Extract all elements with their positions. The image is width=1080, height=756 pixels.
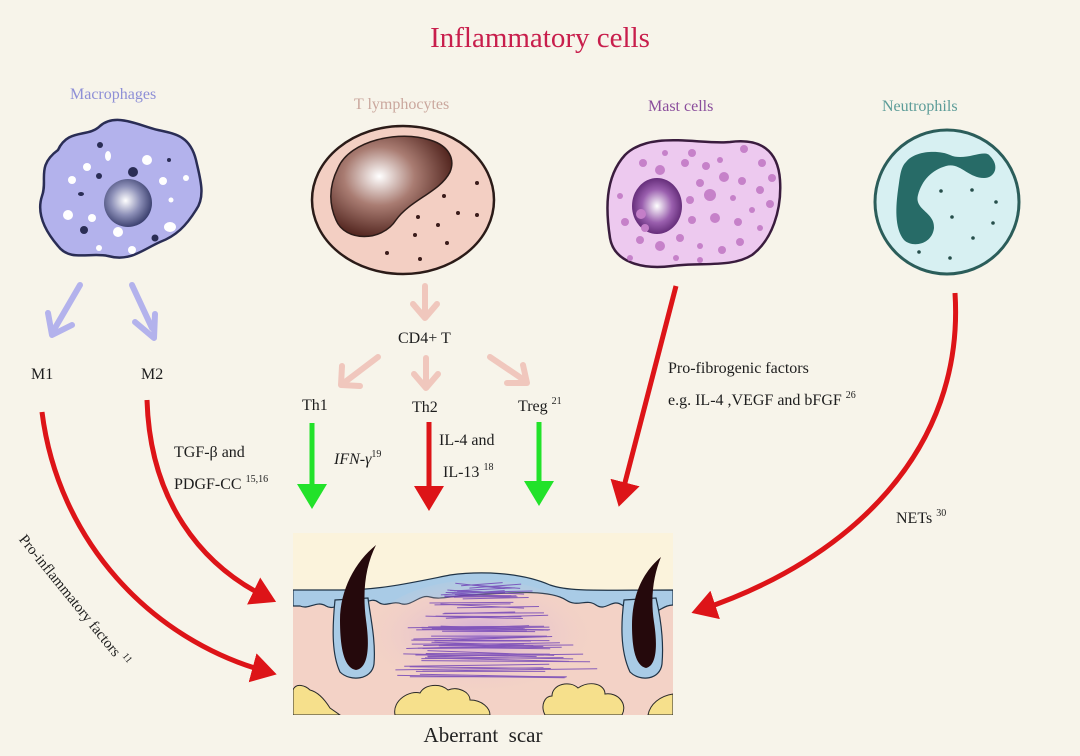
collagen-fiber <box>416 628 525 631</box>
collagen-fiber <box>424 657 570 662</box>
t-lymphocytes-label: T lymphocytes <box>354 96 450 113</box>
collagen-fiber <box>427 653 584 657</box>
collagen-fiber <box>427 656 574 660</box>
th1-label: Th1 <box>302 397 328 414</box>
th1-factor-text: IFN-γ <box>334 451 372 468</box>
hair-follicle-right <box>621 557 664 679</box>
neutrophil-factor-text: NETs <box>896 510 933 527</box>
macrophage-to-m1-arrow <box>45 282 83 338</box>
m2-factor-line1: TGF-β and <box>174 444 245 461</box>
mast-cell-icon <box>606 139 782 269</box>
th1-factor: IFN-γ19 <box>334 449 381 469</box>
cd4-to-th1-arrow <box>338 354 381 389</box>
m1-pro-inflammatory-arrow <box>39 411 277 683</box>
th2-factor-text: IL-13 <box>443 464 480 481</box>
macrophage-to-m2-arrow <box>129 282 158 341</box>
collagen-fiber <box>457 590 506 593</box>
collagen-fiber <box>425 653 550 655</box>
collagen-fiber <box>429 601 514 604</box>
collagen-fiber <box>461 582 503 587</box>
collagen-fiber <box>409 666 551 669</box>
collagen-fiber <box>445 614 549 619</box>
neutrophil-nets-arrow <box>691 292 959 620</box>
mast-profibrogenic-arrow <box>610 285 679 507</box>
collagen-fiber <box>445 591 501 594</box>
treg-text: Treg <box>518 398 548 415</box>
th1-factor-ref: 19 <box>371 449 382 460</box>
th2-factor-line2: IL-13 18 <box>443 462 493 482</box>
aberrant-scar-illustration <box>293 533 673 715</box>
collagen-fiber <box>457 605 540 609</box>
tcell-to-cd4-arrow <box>410 283 440 321</box>
th2-label: Th2 <box>412 399 438 416</box>
th2-factor-ref: 18 <box>483 462 494 473</box>
m2-factor-ref: 15,16 <box>245 474 269 485</box>
m2-tgf-arrow <box>144 399 277 605</box>
collagen-fiber <box>417 645 544 649</box>
treg-ref: 21 <box>551 396 562 407</box>
neutrophils-label: Neutrophils <box>882 98 958 115</box>
mast-factor-line1: Pro-fibrogenic factors <box>668 360 809 377</box>
collagen-fiber <box>403 653 537 658</box>
mast-factor-ref: 26 <box>845 390 856 401</box>
neutrophil-cell-icon <box>873 128 1021 276</box>
neutrophil-factor-ref: 30 <box>936 508 947 519</box>
treg-label: Treg 21 <box>518 396 562 416</box>
t-lymphocyte-cell-icon <box>310 124 496 276</box>
collagen-fiber <box>454 587 516 592</box>
collagen-fiber <box>442 611 516 615</box>
collagen-fiber <box>469 583 522 589</box>
cd4-to-treg-arrow <box>487 354 530 386</box>
collagen-fiber <box>438 644 574 647</box>
m1-label: M1 <box>31 366 54 383</box>
th2-factor-line1: IL-4 and <box>439 432 495 449</box>
collagen-fiber <box>434 603 511 606</box>
hair-follicle-left <box>332 545 376 679</box>
collagen-fiber <box>423 642 560 646</box>
collagen-fiber <box>451 636 553 641</box>
mast-cells-label: Mast cells <box>648 98 714 115</box>
collagen-fiber <box>462 596 529 600</box>
cd4-t-label: CD4+ T <box>398 330 451 347</box>
macrophage-cell-icon <box>39 118 203 259</box>
m2-label: M2 <box>141 366 164 383</box>
m2-factor-text: PDGF-CC <box>174 476 242 493</box>
collagen-fiber <box>440 646 551 650</box>
collagen-fiber <box>454 594 510 599</box>
collagen-fibers <box>395 582 598 679</box>
collagen-fiber <box>452 626 550 629</box>
aberrant-scar-label: Aberrant scar <box>423 723 543 747</box>
m2-factor-line2: PDGF-CC 15,16 <box>174 474 268 494</box>
cd4-to-th2-arrow <box>411 355 441 391</box>
diagram-title: Inflammatory cells <box>430 22 650 54</box>
collagen-fiber <box>422 668 598 672</box>
mast-factor-text: e.g. IL-4 ,VEGF and bFGF <box>668 392 842 409</box>
collagen-fiber <box>404 663 550 667</box>
mast-factor-line2: e.g. IL-4 ,VEGF and bFGF 26 <box>668 390 856 410</box>
collagen-fiber <box>411 639 550 642</box>
neutrophil-factor: NETs 30 <box>896 508 946 528</box>
macrophages-label: Macrophages <box>70 86 157 103</box>
collagen-fiber <box>413 636 542 640</box>
